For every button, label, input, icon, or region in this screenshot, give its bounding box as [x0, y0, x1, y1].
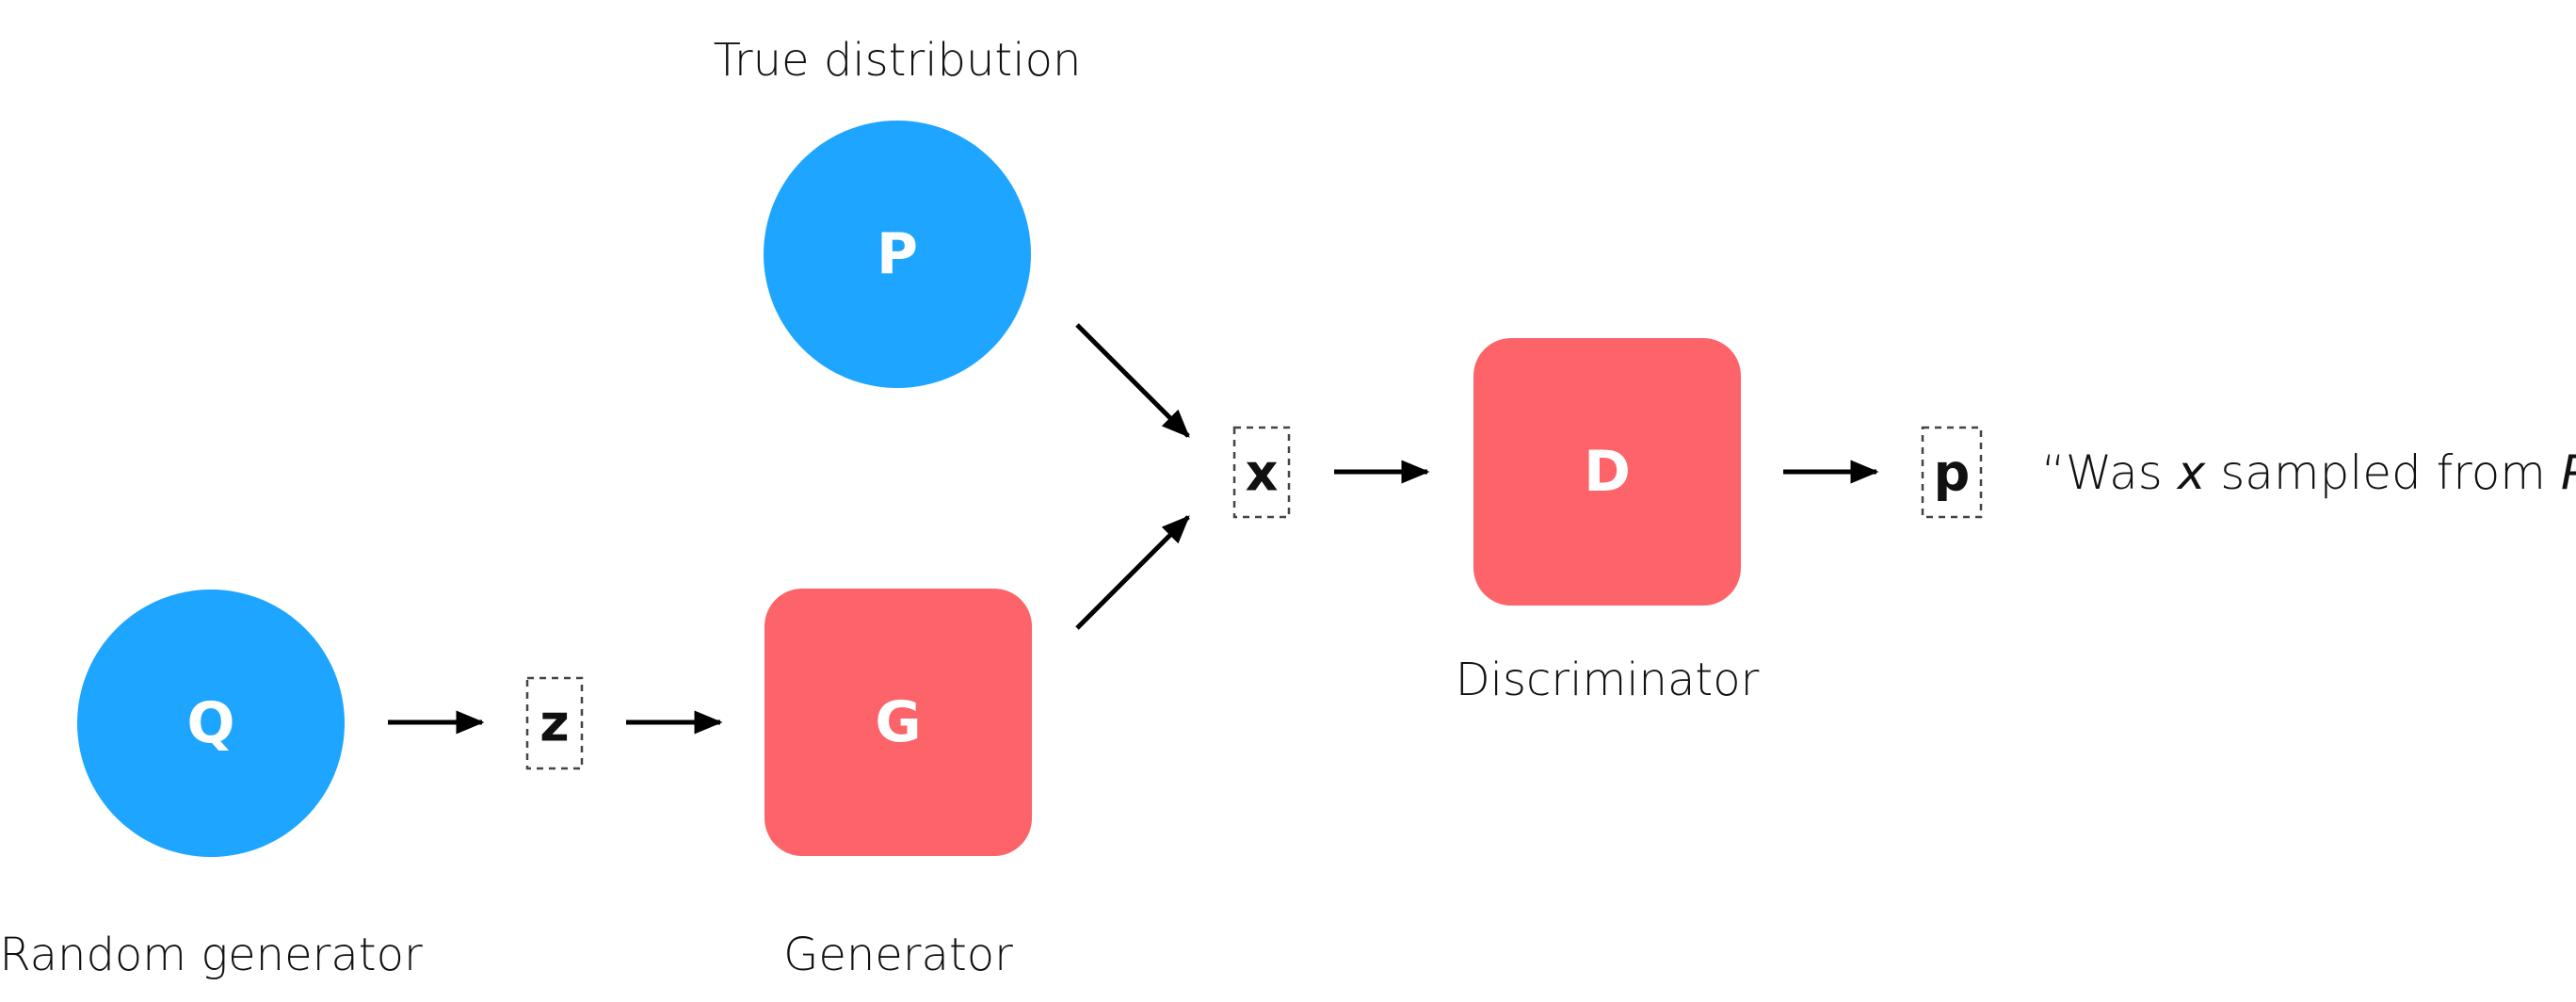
true-distribution-node: [764, 121, 1031, 388]
question-open: “Was: [2041, 445, 2178, 500]
true-distribution-caption: True distribution: [714, 34, 1082, 87]
generator-caption: Generator: [783, 929, 1013, 981]
arrow-generator-to-x: [1075, 515, 1190, 630]
true-distribution-symbol: P: [877, 221, 918, 287]
discriminator-caption: Discriminator: [1456, 654, 1760, 706]
discriminator-node: [1473, 338, 1741, 606]
question-var: x: [2176, 445, 2206, 500]
sample-variable-box: [1232, 426, 1291, 519]
arrow-p-to-x: [1075, 323, 1190, 438]
discriminator-question: “Was x sampled from P?": [2041, 445, 2576, 500]
question-dist: P: [2561, 445, 2576, 500]
generator-symbol: G: [875, 689, 921, 755]
probability-variable-box: [1921, 426, 1983, 519]
latent-variable-label: z: [539, 694, 569, 753]
probability-variable-label: p: [1934, 444, 1971, 503]
sample-variable-label: x: [1246, 444, 1279, 503]
latent-variable-box: [525, 676, 584, 770]
question-middle: sampled from: [2205, 445, 2561, 500]
random-generator-node: [77, 590, 345, 857]
discriminator-symbol: D: [1584, 439, 1631, 505]
random-generator-symbol: Q: [186, 690, 234, 756]
random-generator-caption: Random generator: [0, 929, 423, 981]
generator-node: [765, 589, 1032, 856]
